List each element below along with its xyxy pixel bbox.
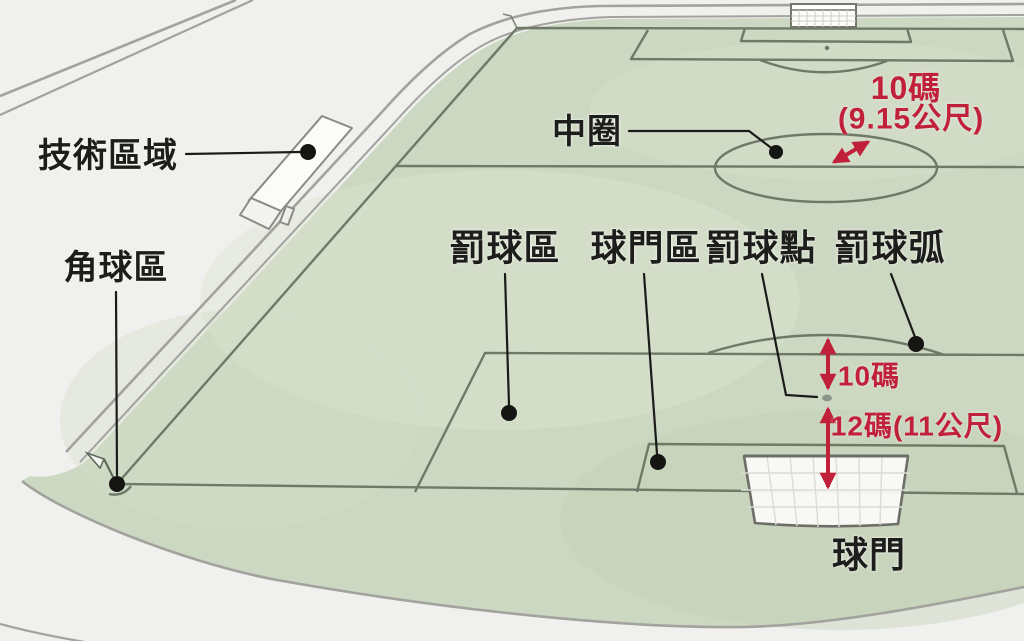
halfway-line bbox=[395, 164, 1024, 169]
leader-corner-area bbox=[114, 290, 119, 477]
stadium-stand-edge bbox=[0, 0, 254, 117]
label-technical-area: 技術區域 bbox=[38, 137, 178, 176]
leader-goal-area bbox=[642, 272, 659, 456]
near-penalty-area bbox=[413, 351, 1024, 493]
corner-arc bbox=[108, 485, 132, 496]
leader-lines bbox=[114, 129, 917, 477]
far-penalty-spot bbox=[824, 45, 830, 51]
leader-dots bbox=[109, 144, 924, 492]
pitch-lines bbox=[108, 26, 1024, 496]
leader-penalty-spot bbox=[760, 272, 819, 399]
label-penalty-area: 罰球區 bbox=[449, 227, 561, 269]
label-goal: 球門 bbox=[831, 534, 907, 576]
measurement-arrows bbox=[819, 140, 871, 490]
far-penalty-arc bbox=[759, 58, 888, 74]
label-goal-area: 球門區 bbox=[590, 227, 702, 269]
near-goal bbox=[741, 454, 910, 528]
label-corner-area: 角球區 bbox=[63, 249, 169, 288]
penalty-spot-mark bbox=[822, 394, 832, 402]
leader-center-circle bbox=[627, 129, 776, 152]
label-penalty-arc: 罰球弧 bbox=[834, 227, 946, 269]
leader-penalty-area bbox=[503, 272, 511, 407]
leader-technical-area bbox=[184, 150, 302, 156]
far-goal-area bbox=[739, 27, 913, 44]
label-penalty-spot: 罰球點 bbox=[705, 227, 817, 269]
measurement-center-circle-yards: 10碼 bbox=[870, 70, 942, 107]
far-goal bbox=[790, 3, 857, 28]
measurement-penalty-distance: 12碼(11公尺) bbox=[830, 410, 1004, 442]
arrow-center-circle-radius bbox=[831, 140, 871, 164]
measurement-center-circle-meters: (9.15公尺) bbox=[837, 102, 985, 136]
technical-area-bench bbox=[239, 115, 353, 230]
measurement-arc-to-spot: 10碼 bbox=[837, 360, 901, 392]
label-center-circle: 中圈 bbox=[552, 113, 622, 152]
far-corner-flag bbox=[502, 13, 518, 29]
center-circle-line bbox=[713, 132, 939, 204]
leader-penalty-arc bbox=[889, 272, 917, 339]
far-penalty-area bbox=[629, 29, 1015, 63]
